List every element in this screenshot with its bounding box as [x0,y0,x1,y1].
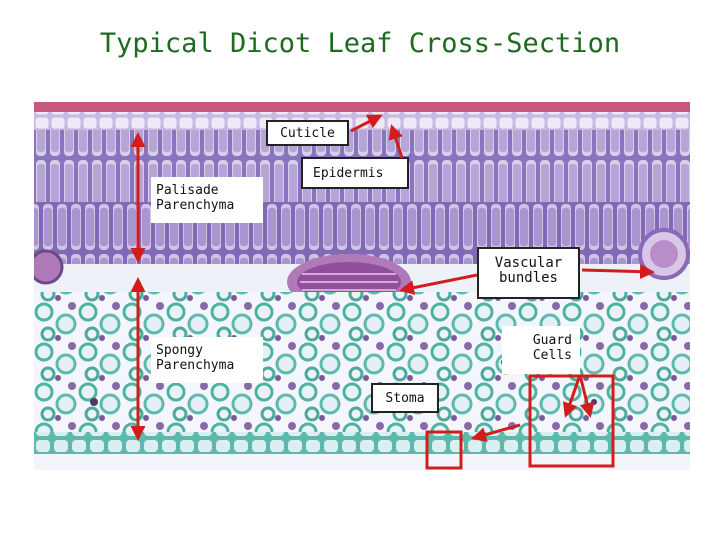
cuticle-label: Cuticle [266,120,349,146]
palisade-parenchyma-label: Palisade Parenchyma [151,177,263,223]
page-title: Typical Dicot Leaf Cross-Section [99,28,621,59]
epidermis-label: Epidermis [301,157,409,189]
guard-cells-label: Guard Cells [502,326,580,374]
stoma-label: Stoma [371,383,439,413]
spongy-parenchyma-label: Spongy Parenchyma [151,337,263,383]
vascular-bundles-label: Vascular bundles [477,247,580,299]
